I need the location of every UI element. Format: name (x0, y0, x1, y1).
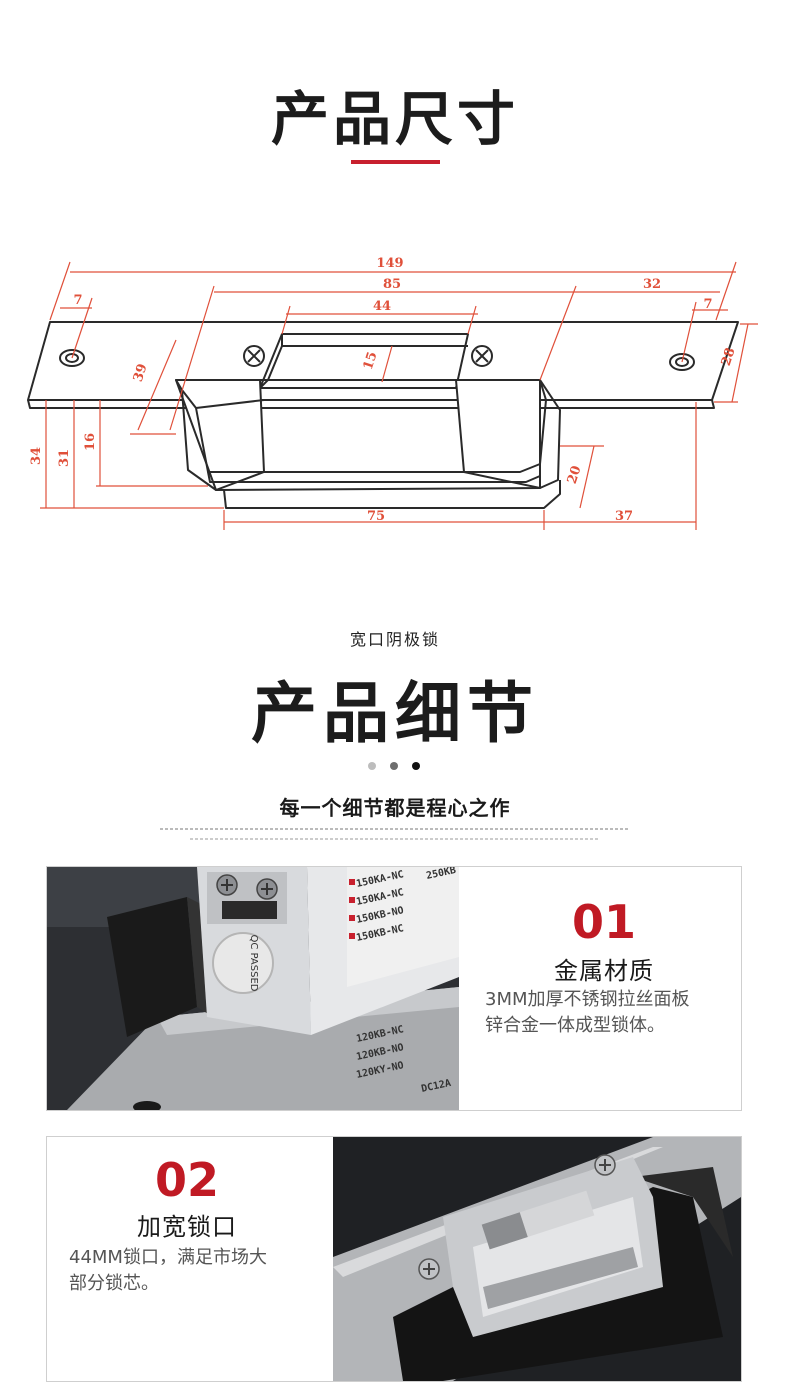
dim-7-right: 7 (703, 297, 712, 312)
dim-7-left: 7 (73, 293, 82, 308)
lock-body (175, 379, 265, 491)
pager-dot-2 (390, 762, 398, 770)
dim-32: 32 (643, 277, 661, 292)
center-screw-left (243, 345, 265, 367)
dim-44: 44 (373, 299, 391, 314)
dim-28: 28 (719, 346, 739, 368)
dim-75: 75 (367, 509, 385, 524)
card-1-number: 01 (571, 895, 636, 949)
fineprint-line-2 (190, 838, 600, 840)
title-underline (351, 160, 440, 164)
card-1-desc-line-1: 3MM加厚不锈钢拉丝面板 (485, 989, 690, 1010)
dim-39: 39 (131, 362, 151, 384)
pager-dot-1 (368, 762, 376, 770)
card-2-desc-line-1: 44MM锁口，满足市场大 (69, 1247, 267, 1268)
detail-subtitle: 宽口阴极锁 (349, 630, 440, 649)
card-2-description: 44MM锁口，满足市场大 部分锁芯。 (69, 1245, 319, 1297)
dim-31: 31 (57, 449, 72, 467)
qc-sticker-text: QC PASSED (248, 935, 259, 992)
detail-card-2: 02 加宽锁口 44MM锁口，满足市场大 部分锁芯。 (46, 1136, 742, 1382)
tagline: 每一个细节都是程心之作 (279, 796, 511, 820)
card-1-heading: 金属材质 (554, 957, 654, 985)
left-screw-hole (59, 349, 85, 367)
size-section-title: 产品尺寸 (270, 85, 519, 153)
dim-16: 16 (83, 433, 98, 451)
dimension-drawing: 149 85 32 44 7 7 28 39 15 34 31 16 20 75… (27, 256, 758, 530)
dim-37: 37 (615, 509, 633, 524)
detail-title: 产品细节 (251, 675, 539, 752)
dim-34: 34 (29, 447, 44, 465)
center-screw-right (471, 345, 493, 367)
right-screw-hole (669, 353, 695, 371)
card-2-desc-line-2: 部分锁芯。 (69, 1273, 159, 1294)
fineprint-line-1 (160, 828, 630, 830)
card-2-heading: 加宽锁口 (137, 1213, 237, 1241)
wide-opening-photo (333, 1137, 741, 1381)
metal-material-photo: QC PASSED 150KA-NC 150KA-NC 150KB-NO 150… (47, 867, 459, 1110)
dim-20: 20 (565, 464, 585, 486)
card-1-desc-line-2: 锌合金一体成型锁体。 (485, 1015, 665, 1036)
detail-card-1: QC PASSED 150KA-NC 150KA-NC 150KB-NO 150… (46, 866, 742, 1111)
card-1-description: 3MM加厚不锈钢拉丝面板 锌合金一体成型锁体。 (485, 987, 735, 1039)
card-2-number: 02 (154, 1153, 219, 1207)
dim-15: 15 (361, 350, 381, 372)
pager-dot-3 (412, 762, 420, 770)
dim-85: 85 (383, 277, 401, 292)
dim-149: 149 (376, 256, 403, 271)
